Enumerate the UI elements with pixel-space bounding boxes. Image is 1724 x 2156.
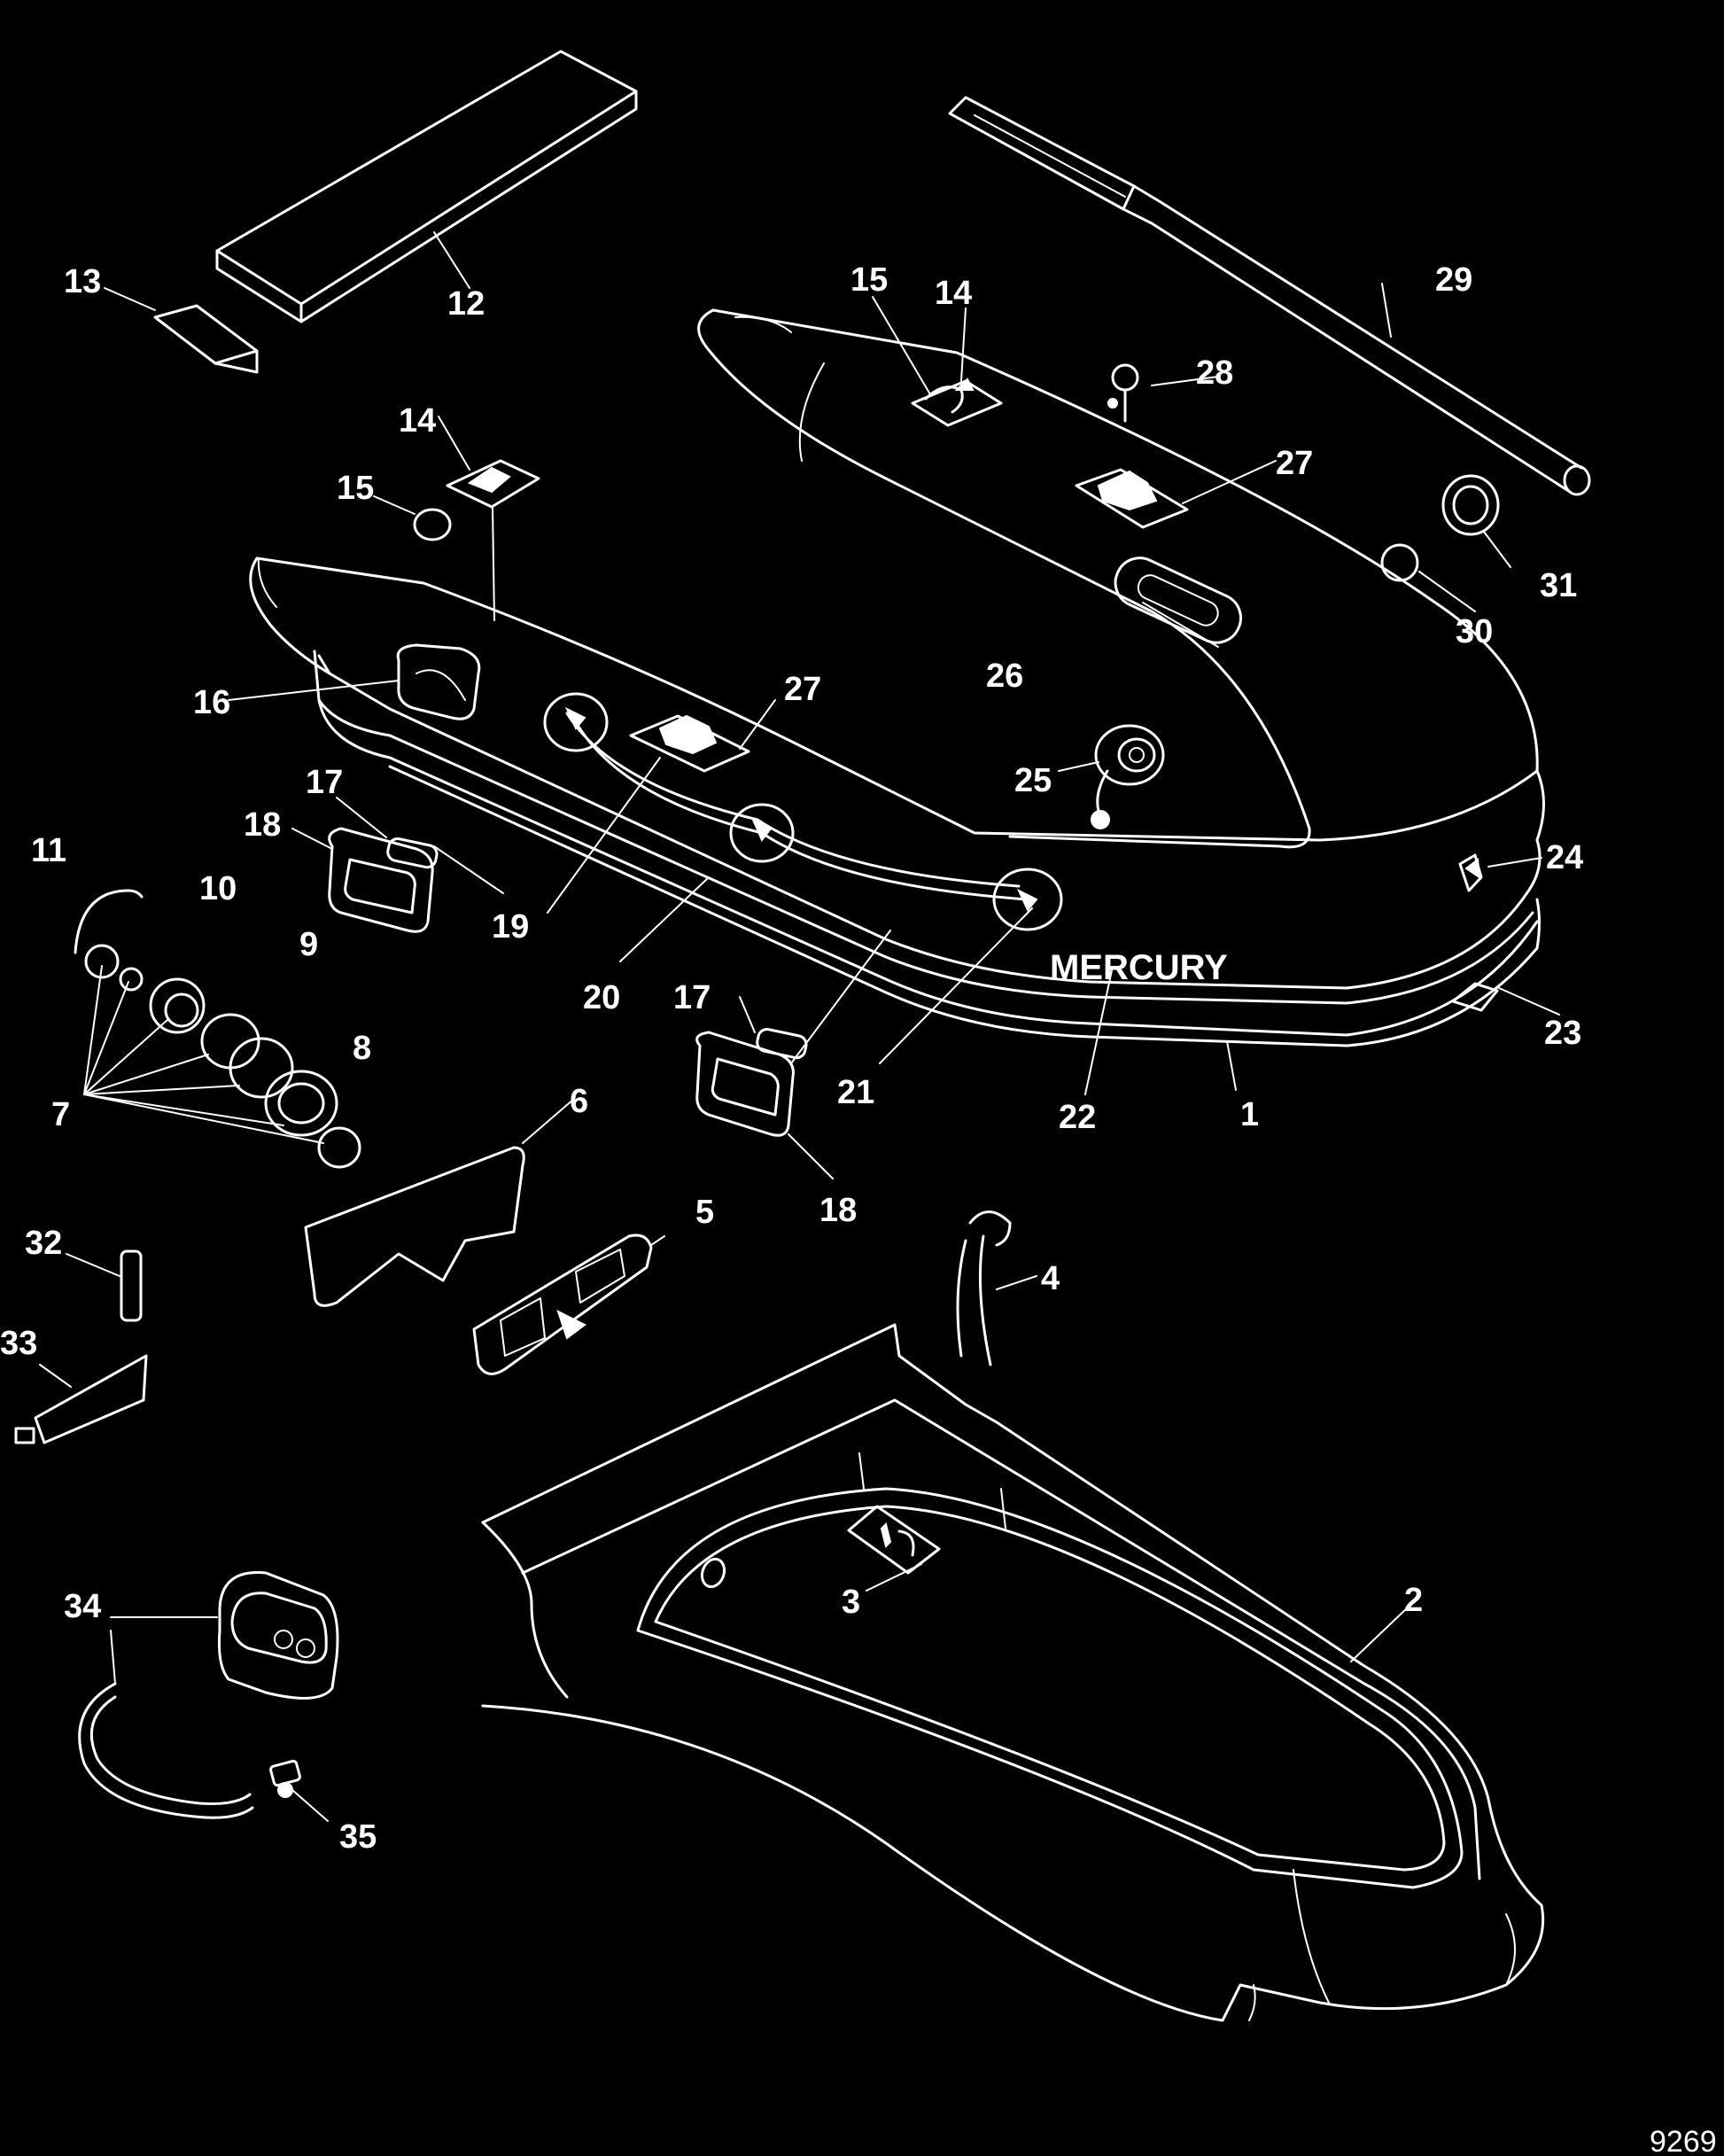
callout-1: 1	[1240, 1096, 1259, 1133]
callout-2: 2	[1404, 1582, 1423, 1619]
oarlock-upper-right	[911, 377, 1003, 427]
seat-bracket	[153, 304, 259, 374]
callout-26: 26	[986, 658, 1023, 695]
callout-34: 34	[64, 1588, 101, 1625]
callout-27-rear: 27	[1276, 445, 1313, 482]
callout-12: 12	[447, 285, 485, 323]
callout-23: 23	[1544, 1015, 1581, 1052]
callout-15-rear: 15	[850, 261, 888, 299]
brand-logo-text: MERCURY	[1050, 948, 1228, 987]
transom-plate	[304, 1146, 525, 1307]
callout-19: 19	[492, 908, 529, 946]
callout-22: 22	[1059, 1099, 1096, 1136]
handle-16	[396, 643, 481, 720]
callout-35: 35	[339, 1818, 377, 1856]
patch-upper	[328, 827, 439, 933]
repair-cylinder	[120, 1249, 143, 1322]
callout-31: 31	[1540, 567, 1577, 604]
oarlock-pad-27-rear	[1075, 468, 1189, 529]
stern-fittings	[1451, 853, 1499, 1012]
fitting-28	[1107, 363, 1139, 423]
patch-lower	[695, 1028, 808, 1137]
oarlock-pad-27-main	[629, 714, 750, 773]
callout-30: 30	[1456, 613, 1493, 650]
floor-plate	[847, 1505, 941, 1575]
foot-pump	[78, 1571, 339, 1819]
glue-tube	[14, 1354, 148, 1444]
seat-bench	[215, 50, 638, 323]
figure-number: 9269	[1650, 2125, 1717, 2156]
callout-5: 5	[695, 1194, 714, 1231]
oarlock-upper-left	[413, 459, 540, 621]
callout-7: 7	[51, 1096, 70, 1133]
callout-11: 11	[31, 832, 66, 869]
callout-4: 4	[1041, 1260, 1060, 1297]
callout-24: 24	[1546, 839, 1583, 876]
adapter	[269, 1759, 301, 1798]
callout-25: 25	[1014, 762, 1052, 799]
callout-6: 6	[570, 1083, 588, 1120]
callout-3: 3	[842, 1584, 860, 1621]
callout-18-upper: 18	[244, 806, 281, 844]
callout-8: 8	[353, 1030, 371, 1067]
callout-21: 21	[837, 1074, 874, 1111]
callout-18-lower: 18	[819, 1192, 857, 1229]
rope-and-rings	[543, 692, 1063, 931]
callout-20: 20	[583, 979, 620, 1016]
leader-lines	[39, 231, 1560, 1822]
valve-assembly	[74, 889, 361, 1169]
oar	[948, 96, 1591, 496]
valve-25	[1091, 724, 1165, 829]
washer-ring	[1380, 474, 1500, 582]
knee-strip	[956, 1210, 1012, 1366]
callout-9: 9	[299, 926, 318, 963]
callout-labels: 1 2 3 4 5 6 7 8 9 10 11 12 13 14 15 14 1…	[0, 261, 1717, 2156]
callout-15-front: 15	[337, 470, 374, 507]
callout-28: 28	[1196, 354, 1233, 392]
drain-plate	[472, 1234, 653, 1375]
callout-16: 16	[193, 684, 230, 721]
main-tube	[249, 557, 1545, 1047]
callout-33: 33	[0, 1325, 37, 1362]
callout-32: 32	[25, 1225, 62, 1262]
callout-14-front: 14	[399, 402, 436, 440]
grab-handle-26	[1114, 557, 1243, 644]
callout-29: 29	[1435, 261, 1472, 299]
callout-17-upper: 17	[306, 764, 343, 801]
hull-floor	[481, 1323, 1545, 2022]
callout-27-main: 27	[784, 671, 821, 708]
callout-14-rear: 14	[935, 275, 972, 312]
callout-17-lower: 17	[673, 979, 711, 1016]
callout-13: 13	[64, 263, 101, 300]
callout-10: 10	[199, 870, 237, 907]
